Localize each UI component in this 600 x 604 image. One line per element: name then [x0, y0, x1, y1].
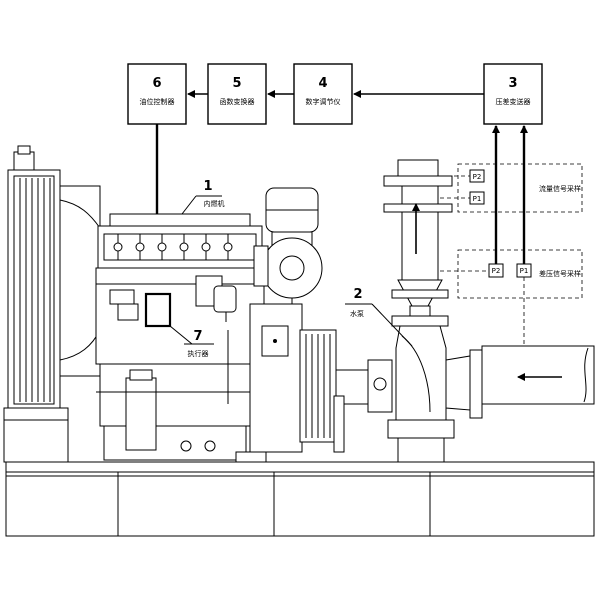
- actuator-box: [144, 292, 172, 328]
- block-4-label: 数字调节仪: [306, 97, 341, 106]
- block-4-number: 4: [318, 76, 327, 91]
- callout-engine: 1 内燃机: [181, 179, 225, 215]
- flow-sensor-label: 流量信号采样: [539, 184, 581, 193]
- block-3-label: 压差变送器: [496, 97, 531, 106]
- block-function-converter: 5 函数变换器: [207, 63, 267, 125]
- svg-text:7: 7: [193, 329, 202, 344]
- svg-text:2: 2: [353, 287, 362, 302]
- base-frame: [5, 461, 595, 537]
- callout-actuator: 7 执行器: [169, 325, 214, 358]
- pressure-sensor-region: [457, 249, 583, 299]
- svg-text:水泵: 水泵: [350, 309, 364, 318]
- flow-sensor-region: [457, 163, 583, 213]
- diesel-engine: [95, 187, 337, 463]
- block-6-number: 6: [152, 76, 161, 91]
- radiator: [3, 145, 101, 463]
- svg-text:内燃机: 内燃机: [204, 199, 225, 208]
- tap-p2-upper: [469, 169, 485, 183]
- water-pump: [333, 159, 595, 463]
- pressure-sensor-label: 差压信号采样: [539, 269, 581, 278]
- callout-pump: 2 水泵: [345, 287, 413, 347]
- svg-text:P1: P1: [520, 267, 529, 275]
- block-differential-pressure-transmitter: 3 压差变送器: [483, 63, 543, 125]
- svg-text:执行器: 执行器: [188, 349, 209, 358]
- block-oil-level-controller: 6 油位控制器: [127, 63, 187, 125]
- block-digital-regulator: 4 数字调节仪: [293, 63, 353, 125]
- tap-p2-lower: [488, 263, 504, 278]
- block-5-label: 函数变换器: [220, 97, 255, 106]
- block-3-number: 3: [508, 76, 517, 91]
- svg-text:P1: P1: [473, 195, 482, 203]
- block-6-label: 油位控制器: [140, 97, 175, 106]
- svg-text:P2: P2: [492, 267, 501, 275]
- tap-p1-upper: [469, 191, 485, 205]
- svg-text:1: 1: [203, 179, 212, 194]
- svg-text:P2: P2: [473, 173, 482, 181]
- block-5-number: 5: [232, 76, 241, 91]
